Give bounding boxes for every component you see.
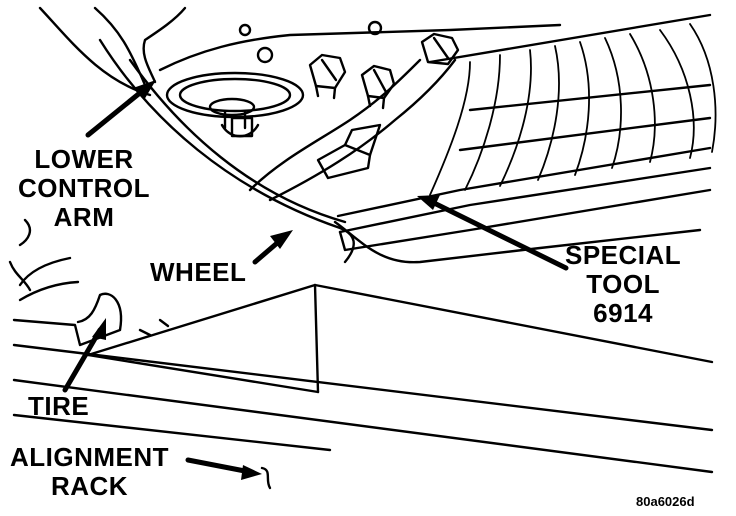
- label-special-tool: SPECIAL TOOL 6914: [565, 241, 681, 328]
- rack-rail: [12, 343, 714, 432]
- rack-rail: [12, 378, 714, 474]
- arrowheads: [92, 80, 440, 480]
- wheel-rim-inner: [128, 58, 347, 224]
- tool-hatching: [429, 23, 717, 196]
- rack-tick: [138, 318, 170, 337]
- ball-joint-mid: [178, 77, 292, 113]
- bolt-hole: [256, 46, 274, 64]
- label-line: SPECIAL: [565, 240, 682, 270]
- ball-joint-inner: [208, 97, 256, 117]
- bolt-hole: [238, 23, 252, 37]
- tool-rib: [468, 83, 712, 112]
- control-arm-edge: [268, 58, 457, 202]
- bracket: [343, 123, 382, 157]
- rack-rail: [12, 413, 332, 452]
- tire-sidewall: [8, 218, 32, 292]
- tool-rib: [458, 116, 712, 152]
- bracket: [316, 143, 372, 180]
- body-outline: [38, 6, 152, 97]
- figure-code: 80a6026d: [636, 494, 695, 509]
- label-tire: TIRE: [28, 391, 90, 421]
- rack-plate-edge: [86, 353, 320, 394]
- label-line: 6914: [593, 298, 654, 328]
- nut-1: [308, 53, 347, 100]
- label-line: RACK: [50, 471, 129, 501]
- tool-top-edge: [428, 13, 712, 64]
- rack-squiggle: [260, 466, 272, 490]
- tool-plate: [338, 188, 712, 252]
- tire-tread: [18, 256, 80, 302]
- ball-joint-fitting: [230, 116, 254, 138]
- bolt-hole: [367, 20, 383, 36]
- label-line: TOOL: [586, 269, 660, 299]
- rack-plate-edge: [86, 283, 320, 394]
- tire-outline: [12, 292, 123, 347]
- tool-lower-edge2: [338, 166, 712, 234]
- label-lower-control-arm: LOWER CONTROL ARM: [18, 145, 150, 232]
- label-alignment-rack: ALIGNMENT RACK: [10, 443, 169, 501]
- wheel-rim-lip: [333, 220, 702, 264]
- tool-lower-edge: [336, 146, 712, 218]
- label-line: LOWER: [34, 144, 134, 174]
- body-outline: [93, 6, 147, 87]
- nut-3: [420, 32, 460, 66]
- body-outline: [142, 6, 187, 84]
- control-arm-edge: [248, 58, 422, 192]
- rack-plate-edge: [313, 283, 714, 364]
- nut-2: [360, 64, 396, 110]
- control-arm-plate: [158, 23, 562, 72]
- label-wheel: WHEEL: [150, 257, 247, 287]
- label-line: ALIGNMENT: [10, 442, 170, 472]
- label-line: CONTROL: [18, 173, 151, 203]
- label-line: ARM: [53, 202, 115, 232]
